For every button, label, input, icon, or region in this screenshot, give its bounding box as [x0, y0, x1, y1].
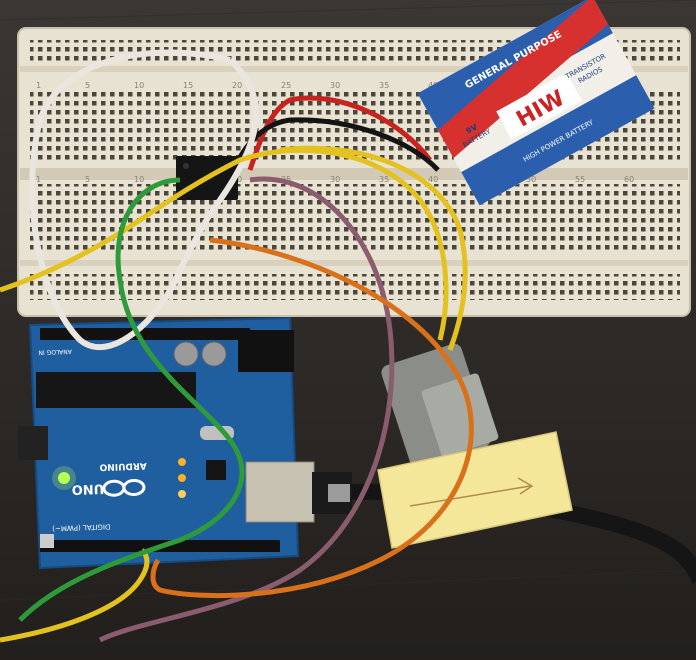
- wire-purple: [98, 176, 395, 643]
- arduino-model: UNO: [71, 481, 104, 497]
- arduino-digital-label: DIGITAL (PWM~): [52, 522, 111, 532]
- usb-port: [245, 461, 315, 523]
- row-number-top-3: 15: [183, 81, 193, 90]
- wire-orange: [150, 237, 474, 599]
- wire-red: [247, 95, 432, 171]
- wire-black: [227, 117, 440, 181]
- row-number-bottom-0: 1: [36, 175, 41, 184]
- wire-yellow-1: [0, 147, 449, 341]
- wire-yellow-2: [279, 145, 468, 351]
- arduino-logo: ARDUINO UNO DIGITAL (PWM~) ANALOG IN: [38, 348, 147, 533]
- row-number-bottom-1: 5: [85, 175, 90, 184]
- row-number-bottom-6: 30: [330, 175, 340, 184]
- power-led: [58, 472, 70, 484]
- row-number-bottom-10: 50: [526, 175, 536, 184]
- row-number-top-2: 10: [134, 81, 144, 90]
- row-number-bottom-12: 60: [624, 175, 634, 184]
- row-number-top-1: 5: [85, 81, 90, 90]
- dc-motor: [381, 343, 499, 469]
- row-number-top-6: 30: [330, 81, 340, 90]
- row-number-top-0: 1: [36, 81, 41, 90]
- row-number-top-4: 20: [232, 81, 242, 90]
- wire-yellow-3: [0, 548, 150, 643]
- arduino-analog-label: ANALOG IN: [38, 348, 72, 356]
- wire-green: [18, 177, 245, 622]
- paper-flag: [377, 431, 573, 549]
- row-number-bottom-7: 35: [379, 175, 389, 184]
- row-number-top-7: 35: [379, 81, 389, 90]
- row-number-bottom-8: 40: [428, 175, 438, 184]
- row-number-top-5: 25: [281, 81, 291, 90]
- row-number-bottom-2: 10: [134, 175, 144, 184]
- wire-white: [29, 49, 259, 350]
- row-number-bottom-11: 55: [575, 175, 585, 184]
- arduino-logo-text: ARDUINO: [99, 460, 147, 472]
- battery-9v: HIW GENERAL PURPOSE TRANSISTOR RADIOS 9V…: [417, 0, 655, 206]
- dc-power-jack: [238, 330, 294, 372]
